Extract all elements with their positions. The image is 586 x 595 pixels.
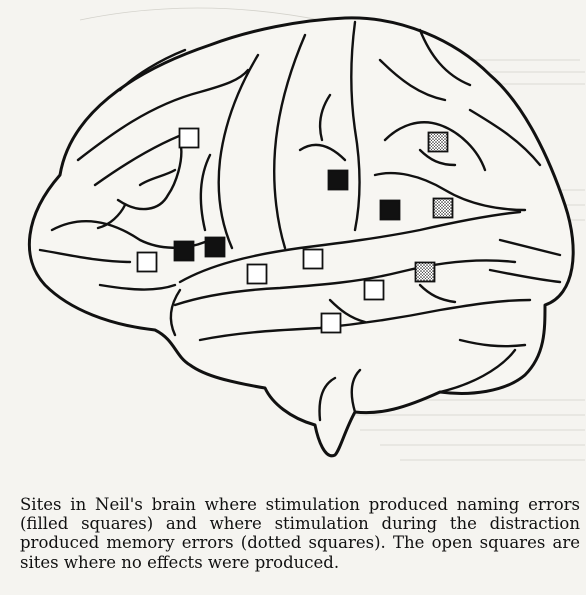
site-open-2 [136,251,158,273]
site-dotted-3 [414,261,436,283]
site-open-3 [246,263,268,285]
figure-caption: Sites in Neil's brain where stimulation … [20,495,580,572]
site-open-4 [302,248,324,270]
brain-outline [27,16,575,458]
site-filled-1 [327,169,349,191]
brain-diagram [27,7,585,461]
site-dotted-1 [427,131,449,153]
site-dotted-2 [432,197,454,219]
stimulation-sites [136,127,454,334]
site-open-6 [320,312,342,334]
brain-folds [38,20,562,422]
site-open-5 [363,279,385,301]
site-open-1 [178,127,200,149]
site-filled-3 [173,240,195,262]
site-filled-4 [204,236,226,258]
site-filled-2 [379,199,401,221]
